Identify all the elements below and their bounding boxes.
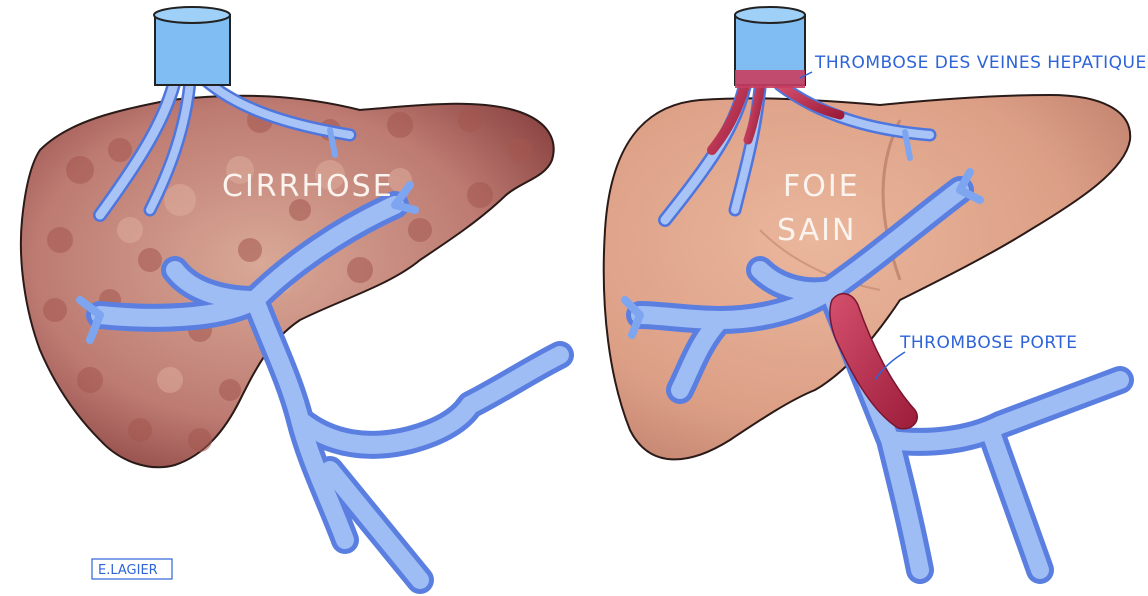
label-foie: FOIE: [783, 169, 860, 204]
right-inferior-vena-cava: [735, 7, 805, 88]
annotation-thrombose-veines: THROMBOSE DES VEINES HEPATIQUES: [800, 53, 1148, 78]
label-thrombose-veines: THROMBOSE DES VEINES HEPATIQUES: [814, 53, 1148, 73]
artist-signature: E.LAGIER: [92, 559, 172, 579]
label-sain: SAIN: [777, 213, 856, 248]
label-thrombose-porte: THROMBOSE PORTE: [899, 333, 1078, 353]
annotation-thrombose-porte: THROMBOSE PORTE: [875, 333, 1078, 380]
label-cirrhose: CIRRHOSE: [222, 169, 394, 204]
signature-text: E.LAGIER: [98, 563, 158, 578]
left-inferior-vena-cava: [154, 7, 230, 85]
